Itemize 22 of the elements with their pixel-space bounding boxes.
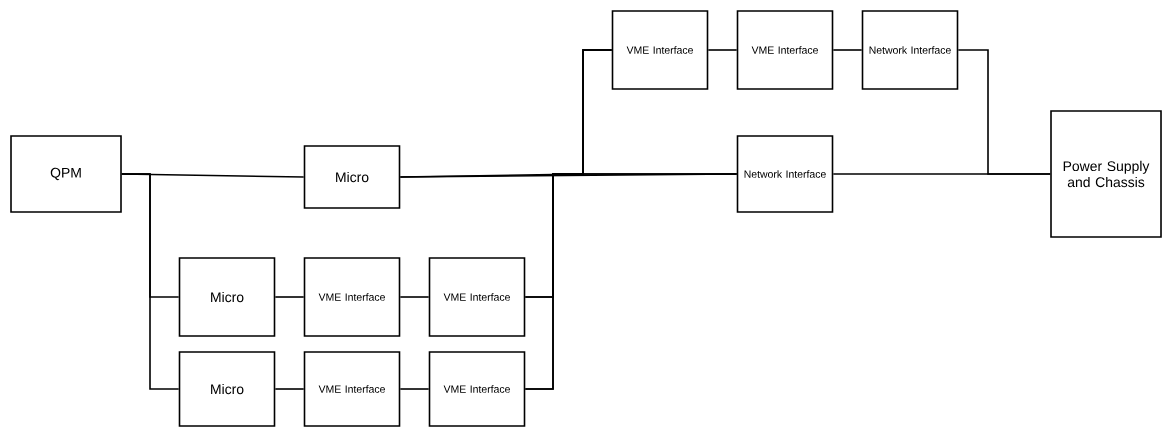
block-box: Power Supply and Chassis: [1050, 110, 1162, 238]
connector-line: [832, 173, 1051, 175]
block-box: VME Interface: [303, 351, 401, 427]
block-box: VME Interface: [428, 351, 526, 427]
block-box: VME Interface: [428, 257, 526, 337]
connector-line: [274, 388, 305, 390]
connector-line: [524, 173, 738, 390]
block-box: Network Interface: [736, 135, 834, 213]
block-box: VME Interface: [736, 10, 834, 90]
block-box: Network Interface: [861, 10, 959, 90]
connector-line: [399, 296, 430, 298]
block-box: Micro: [303, 145, 401, 209]
connector-line: [274, 296, 305, 298]
connector-line: [832, 49, 863, 51]
block-box: QPM: [10, 135, 122, 213]
block-box: Micro: [178, 351, 276, 427]
block-box: VME Interface: [611, 10, 709, 90]
block-box: Micro: [178, 257, 276, 337]
connector-line: [707, 49, 738, 51]
connector-line: [121, 173, 180, 390]
connector-line: [399, 388, 430, 390]
block-box: VME Interface: [303, 257, 401, 337]
